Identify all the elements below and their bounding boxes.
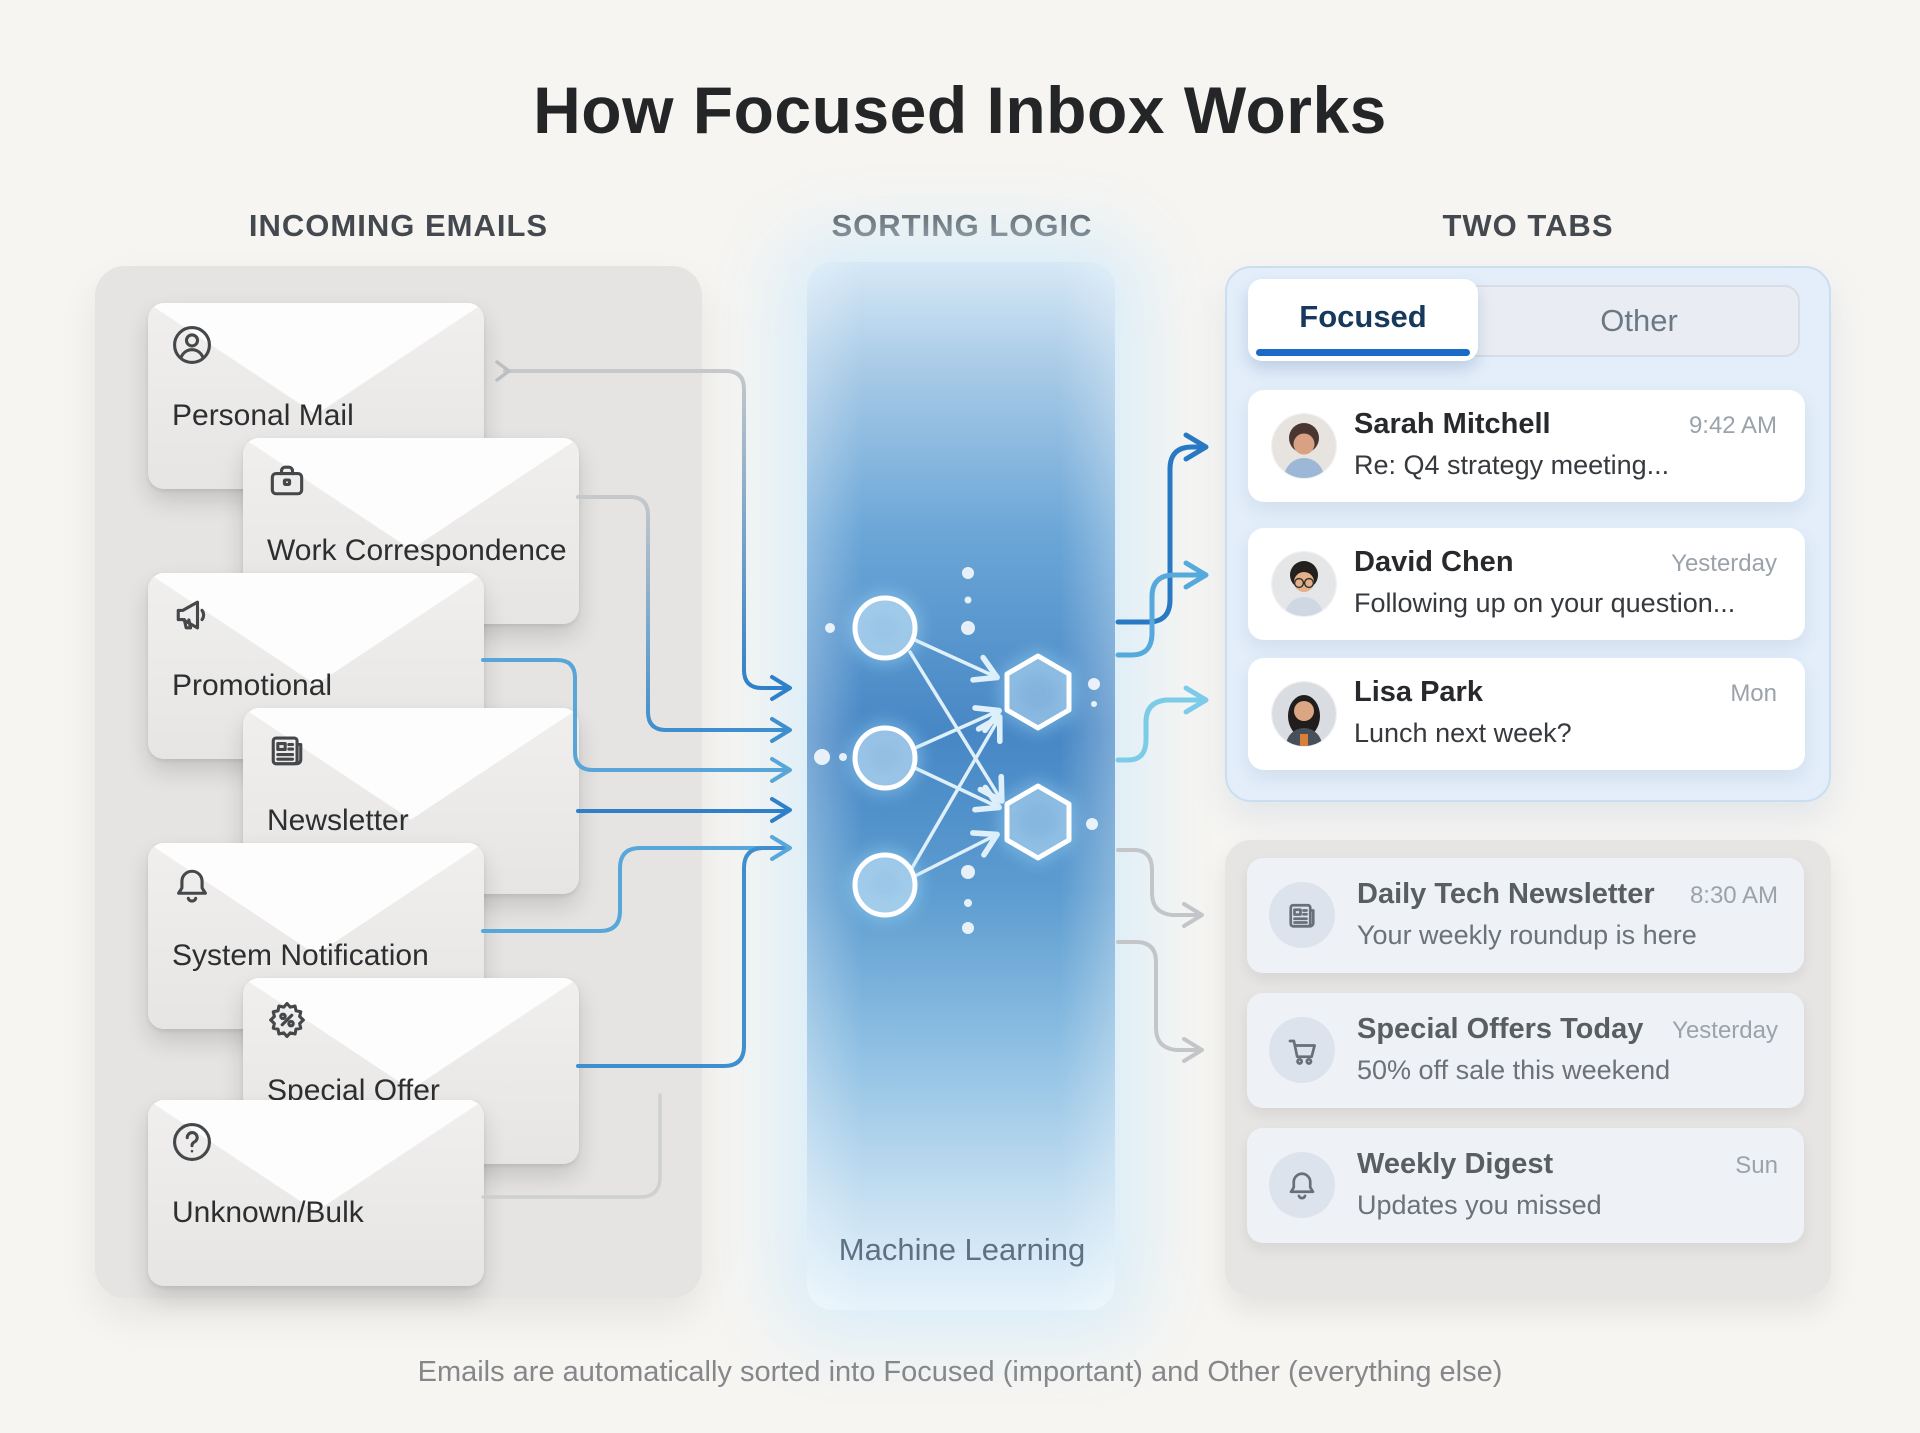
wire-to-focused-3 [1115,697,1203,763]
other-email-row[interactable]: Daily Tech Newsletter 8:30 AM Your weekl… [1247,858,1804,973]
newspaper-icon [265,728,309,772]
avatar-sarah-mitchell [1272,414,1336,478]
question-icon [170,1120,214,1164]
email-time: Yesterday [1671,550,1777,577]
sender-name: Sarah Mitchell [1354,408,1551,440]
cart-icon [1269,1017,1335,1083]
email-preview: Your weekly roundup is here [1357,920,1697,950]
wire-to-focused-2 [1115,572,1203,658]
bell-icon [1269,1152,1335,1218]
two-tabs-header: TWO TABS [1442,208,1614,243]
email-preview: Re: Q4 strategy meeting... [1354,450,1670,480]
avatar-lisa-park [1272,682,1336,746]
other-email-row[interactable]: Weekly Digest Sun Updates you missed [1247,1128,1804,1243]
email-time: Sun [1735,1152,1778,1179]
tab-focused[interactable]: Focused [1248,279,1478,361]
envelope-card-personal-mail: Personal Mail [148,303,484,489]
bell-icon [170,863,214,907]
sender-name: Weekly Digest [1357,1148,1554,1180]
envelope-label: Personal Mail [172,399,354,432]
email-time: Mon [1730,680,1777,707]
newspaper-icon [1269,882,1335,948]
email-time: Yesterday [1672,1017,1778,1044]
envelope-label: System Notification [172,939,429,972]
megaphone-icon [170,593,214,637]
envelope-label: Unknown/Bulk [172,1196,364,1229]
focused-email-row[interactable]: Sarah Mitchell 9:42 AM Re: Q4 strategy m… [1248,390,1805,502]
wire-to-other-1 [1116,848,1198,917]
person-icon [170,323,214,367]
briefcase-icon [265,458,309,502]
focused-email-row[interactable]: Lisa Park Mon Lunch next week? [1248,658,1805,770]
focused-email-row[interactable]: David Chen Yesterday Following up on you… [1248,528,1805,640]
sender-name: Special Offers Today [1357,1013,1644,1045]
email-preview: Following up on your question... [1354,588,1736,618]
email-preview: 50% off sale this weekend [1357,1055,1671,1085]
avatar-david-chen [1272,552,1336,616]
tab-other[interactable]: Other [1600,303,1678,338]
discount-badge-icon [265,998,309,1042]
envelope-label: Promotional [172,669,333,702]
envelope-label: Work Correspondence [267,534,567,567]
page-title: How Focused Inbox Works [533,73,1387,147]
envelope-card-unknown-bulk: Unknown/Bulk [148,1100,484,1286]
wire-to-focused-1 [1115,444,1203,625]
sorting-logic-header: SORTING LOGIC [831,208,1093,243]
footer-caption: Emails are automatically sorted into Foc… [417,1356,1503,1388]
email-time: 8:30 AM [1689,882,1778,909]
other-email-row[interactable]: Special Offers Today Yesterday 50% off s… [1247,993,1804,1108]
email-preview: Lunch next week? [1354,718,1572,748]
sender-name: Daily Tech Newsletter [1357,878,1655,910]
sorting-logic-band [807,262,1115,1310]
incoming-emails-panel: Personal Mail Work Correspondence Promot… [95,266,702,1298]
incoming-emails-header: INCOMING EMAILS [248,208,549,243]
sender-name: David Chen [1354,546,1514,578]
machine-learning-label: Machine Learning [838,1232,1086,1267]
wire-to-other-2 [1116,940,1198,1052]
envelope-label: Newsletter [267,804,409,837]
sender-name: Lisa Park [1354,676,1483,708]
email-preview: Updates you missed [1357,1190,1602,1220]
email-time: 9:42 AM [1688,412,1777,439]
